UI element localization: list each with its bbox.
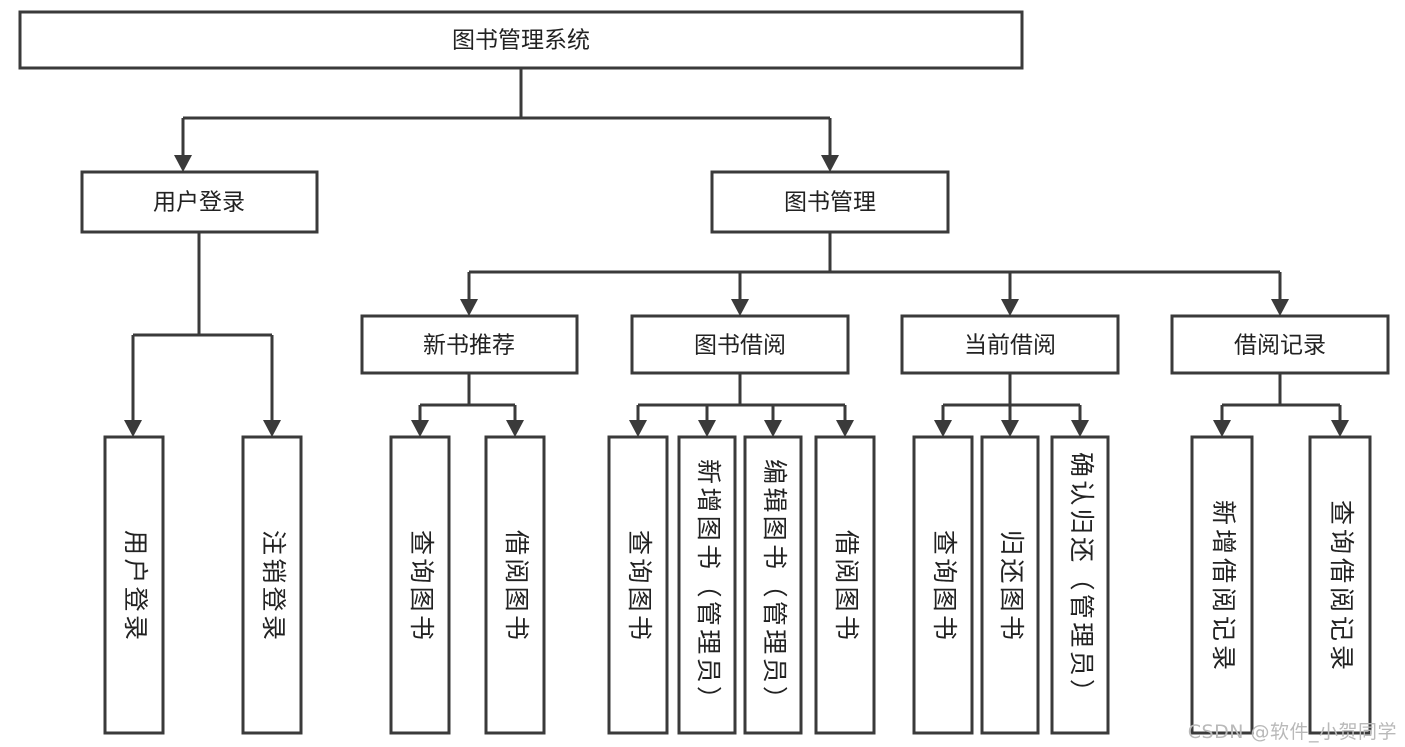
arrow-to-leaf-add-book <box>698 420 716 437</box>
node-leaf-query-book-3[interactable]: 查询图书 <box>912 435 974 735</box>
arrow-to-leaf-logout <box>263 420 281 437</box>
node-leaf-query-record-box[interactable] <box>1308 435 1372 735</box>
node-leaf-edit-book-box[interactable] <box>743 435 803 735</box>
node-leaf-logout-box[interactable] <box>241 435 303 735</box>
arrow-to-leaf-user-login <box>124 420 142 437</box>
connector-group-new-book-rec <box>411 373 524 437</box>
node-borrow-record[interactable]: 借阅记录 <box>1170 314 1390 375</box>
node-root[interactable]: 图书管理系统 <box>18 10 1024 70</box>
node-leaf-query-book-1[interactable]: 查询图书 <box>389 435 451 735</box>
node-leaf-borrow-book-1-box[interactable] <box>484 435 546 735</box>
connector-group-current-borrow <box>934 373 1089 437</box>
node-new-book-rec-box[interactable] <box>360 314 579 375</box>
node-leaf-confirm-return-box[interactable] <box>1050 435 1110 735</box>
arrow-root-to-book-manage <box>821 155 839 172</box>
node-leaf-confirm-return[interactable]: 确认归还（管理员） <box>1050 435 1110 735</box>
connector-group-book-borrow <box>629 373 854 437</box>
node-leaf-edit-book-label: 编辑图书（管理员） <box>760 459 789 711</box>
node-leaf-borrow-book-1[interactable]: 借阅图书 <box>484 435 546 735</box>
arrow-to-leaf-query-record <box>1331 420 1349 437</box>
node-leaf-return-book[interactable]: 归还图书 <box>980 435 1040 735</box>
arrow-to-leaf-edit-book <box>764 420 782 437</box>
node-root-box[interactable] <box>18 10 1024 70</box>
node-current-borrow[interactable]: 当前借阅 <box>900 314 1120 375</box>
arrow-to-leaf-add-record <box>1213 420 1231 437</box>
arrow-to-current-borrow <box>1001 299 1019 316</box>
node-leaf-add-record-box[interactable] <box>1190 435 1254 735</box>
node-book-borrow-label: 图书借阅 <box>694 333 786 359</box>
node-leaf-add-book-label: 新增图书（管理员） <box>694 459 723 711</box>
node-leaf-add-book-box[interactable] <box>677 435 737 735</box>
node-book-manage[interactable]: 图书管理 <box>710 170 950 234</box>
node-leaf-user-login[interactable]: 用户登录 <box>103 435 165 735</box>
arrow-to-leaf-query-book-2 <box>629 420 647 437</box>
node-leaf-add-record[interactable]: 新增借阅记录 <box>1190 435 1254 735</box>
node-new-book-rec[interactable]: 新书推荐 <box>360 314 579 375</box>
node-leaf-query-book-3-box[interactable] <box>912 435 974 735</box>
node-leaf-confirm-return-label: 确认归还（管理员） <box>1067 452 1096 704</box>
node-leaf-borrow-book-2[interactable]: 借阅图书 <box>814 435 876 735</box>
arrow-to-leaf-borrow-book-2 <box>836 420 854 437</box>
arrow-root-to-user-login <box>174 155 192 172</box>
node-user-login[interactable]: 用户登录 <box>80 170 319 234</box>
arrow-to-leaf-query-book-1 <box>411 420 429 437</box>
node-leaf-query-book-1-box[interactable] <box>389 435 451 735</box>
arrow-to-new-book-rec <box>460 299 478 316</box>
node-borrow-record-box[interactable] <box>1170 314 1390 375</box>
node-new-book-rec-label: 新书推荐 <box>423 333 515 359</box>
arrow-to-leaf-confirm-return <box>1071 420 1089 437</box>
node-leaf-logout[interactable]: 注销登录 <box>241 435 303 735</box>
node-leaf-query-book-2[interactable]: 查询图书 <box>607 435 669 735</box>
node-current-borrow-label: 当前借阅 <box>964 333 1056 359</box>
connector-group-borrow-record <box>1213 373 1349 437</box>
node-leaf-user-login-box[interactable] <box>103 435 165 735</box>
node-book-manage-label: 图书管理 <box>784 190 876 216</box>
node-leaf-query-record[interactable]: 查询借阅记录 <box>1308 435 1372 735</box>
arrow-to-borrow-record <box>1271 299 1289 316</box>
node-leaf-borrow-book-2-box[interactable] <box>814 435 876 735</box>
node-leaf-edit-book[interactable]: 编辑图书（管理员） <box>743 435 803 735</box>
connector-group-book-manage <box>460 232 1289 316</box>
node-borrow-record-label: 借阅记录 <box>1234 333 1326 359</box>
connector-group-user-login <box>124 232 281 437</box>
node-book-manage-box[interactable] <box>710 170 950 234</box>
arrow-to-leaf-query-book-3 <box>934 420 952 437</box>
node-leaf-query-book-2-box[interactable] <box>607 435 669 735</box>
connector-group-root <box>174 68 839 172</box>
arrow-to-leaf-borrow-book-1 <box>506 420 524 437</box>
node-book-borrow-box[interactable] <box>630 314 850 375</box>
node-user-login-label: 用户登录 <box>153 190 245 216</box>
arrow-to-book-borrow <box>731 299 749 316</box>
node-book-borrow[interactable]: 图书借阅 <box>630 314 850 375</box>
node-user-login-box[interactable] <box>80 170 319 234</box>
node-leaf-add-book[interactable]: 新增图书（管理员） <box>677 435 737 735</box>
node-current-borrow-box[interactable] <box>900 314 1120 375</box>
node-leaf-return-book-box[interactable] <box>980 435 1040 735</box>
arrow-to-leaf-return-book <box>1001 420 1019 437</box>
node-root-label: 图书管理系统 <box>452 28 590 54</box>
